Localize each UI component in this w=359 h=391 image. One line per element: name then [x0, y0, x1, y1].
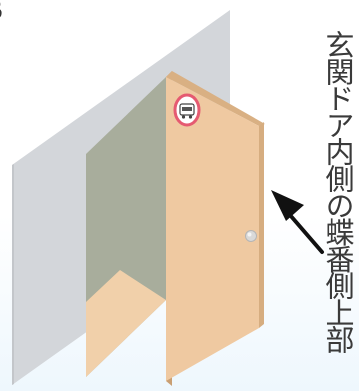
door-face — [166, 77, 259, 381]
door-top-edge — [166, 71, 265, 126]
sensor-badge-icon — [173, 93, 201, 127]
pointer-arrow-icon — [271, 190, 324, 254]
corner-fragment-text: β — [0, 0, 3, 22]
floor — [86, 270, 166, 377]
caption-vertical: 玄関ドア内側の蝶番側上部 — [321, 30, 355, 352]
door-side — [259, 122, 264, 328]
wall-shade — [12, 164, 14, 385]
door-knob-icon — [245, 230, 257, 242]
